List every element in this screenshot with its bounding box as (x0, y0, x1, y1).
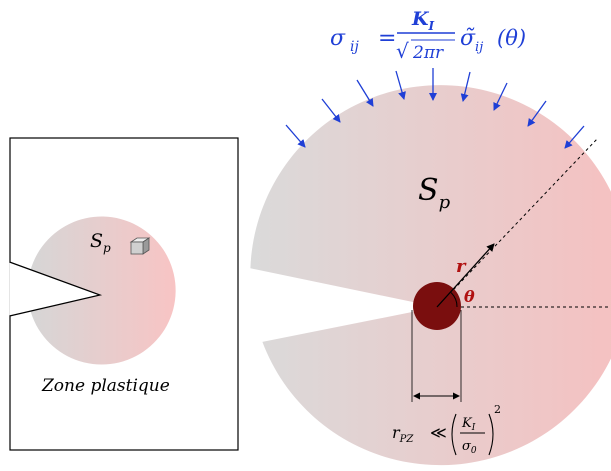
radial-dashed-line (436, 137, 599, 308)
right-panel: Sp r θ rPZ ≪ KI σ0 (250, 68, 611, 466)
svg-text:(θ): (θ) (497, 26, 526, 50)
crack-notch (9, 261, 103, 317)
theta-arc (450, 292, 458, 308)
left-region-label: Sp (90, 230, 111, 255)
svg-text:rPZ: rPZ (392, 423, 414, 445)
right-region-label: Sp (418, 173, 451, 213)
load-arrow (564, 125, 585, 149)
svg-text:KI: KI (411, 8, 435, 33)
svg-text:σ̃ij: σ̃ij (460, 26, 483, 55)
svg-text:σ0: σ0 (462, 439, 477, 456)
svg-text:2: 2 (494, 403, 501, 416)
svg-text:σij: σij (330, 26, 360, 55)
load-arrow (527, 100, 547, 127)
radius-label: r (456, 256, 467, 277)
load-arrow (285, 124, 306, 148)
svg-text:2πr: 2πr (412, 43, 444, 63)
theta-label: θ (464, 287, 475, 306)
left-panel: Sp Zone plastique (9, 137, 239, 451)
zone-plastique-caption: Zone plastique (41, 376, 170, 396)
plastic-zone-size-formula: rPZ ≪ KI σ0 2 (392, 403, 501, 456)
svg-text:KI: KI (461, 416, 476, 433)
load-arrow (460, 71, 471, 102)
material-element-icon (129, 237, 151, 255)
load-arrow (395, 70, 406, 100)
svg-text:≪: ≪ (430, 423, 447, 442)
load-arrow (321, 98, 341, 123)
radius-arrow (436, 243, 495, 308)
load-arrow (356, 79, 374, 107)
load-arrow (493, 82, 508, 111)
svg-text:√: √ (396, 39, 409, 63)
remote-load-arrows (285, 68, 585, 149)
k-dominant-zone-disk (250, 85, 611, 466)
svg-text:=: = (378, 26, 396, 51)
